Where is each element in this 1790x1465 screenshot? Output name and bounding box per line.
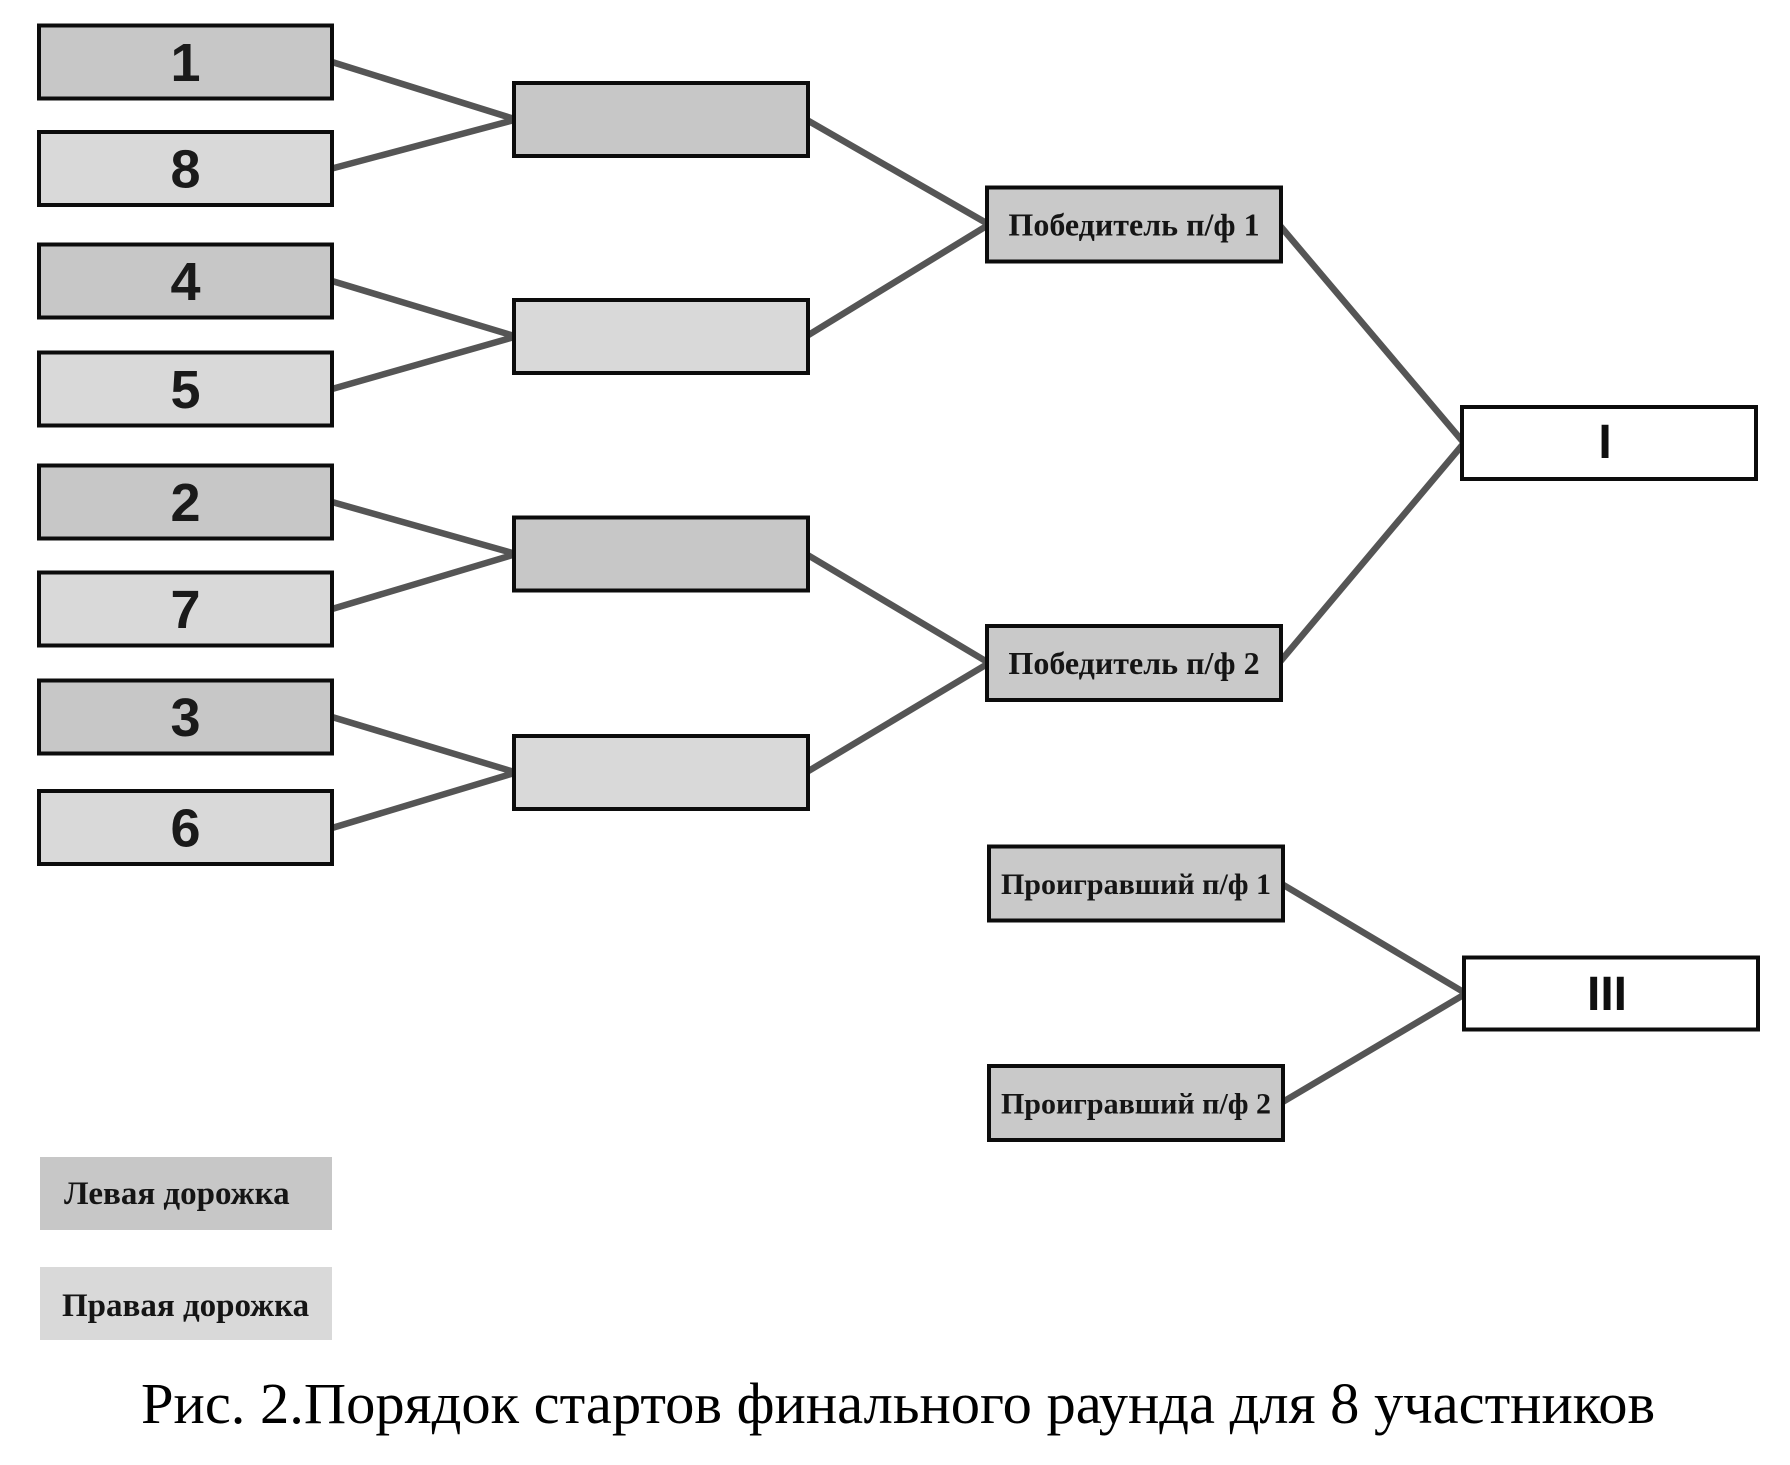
- svg-text:6: 6: [170, 799, 200, 859]
- svg-text:4: 4: [170, 252, 200, 312]
- svg-text:7: 7: [170, 580, 200, 640]
- svg-text:Проигравший п/ф 1: Проигравший п/ф 1: [1001, 868, 1271, 901]
- svg-text:III: III: [1587, 968, 1627, 1021]
- svg-text:3: 3: [170, 688, 200, 748]
- svg-text:Рис. 2.Порядок стартов финальн: Рис. 2.Порядок стартов финального раунда…: [141, 1371, 1655, 1436]
- svg-text:1: 1: [170, 33, 200, 93]
- svg-text:Проигравший п/ф 2: Проигравший п/ф 2: [1001, 1088, 1271, 1121]
- svg-text:Правая дорожка: Правая дорожка: [62, 1288, 309, 1324]
- svg-text:Победитель п/ф 1: Победитель п/ф 1: [1008, 207, 1259, 243]
- svg-text:5: 5: [170, 360, 200, 420]
- svg-text:I: I: [1598, 416, 1611, 469]
- svg-text:Победитель п/ф 2: Победитель п/ф 2: [1008, 645, 1259, 681]
- svg-text:8: 8: [170, 140, 200, 200]
- svg-text:Левая дорожка: Левая дорожка: [64, 1176, 290, 1212]
- svg-text:2: 2: [170, 473, 200, 533]
